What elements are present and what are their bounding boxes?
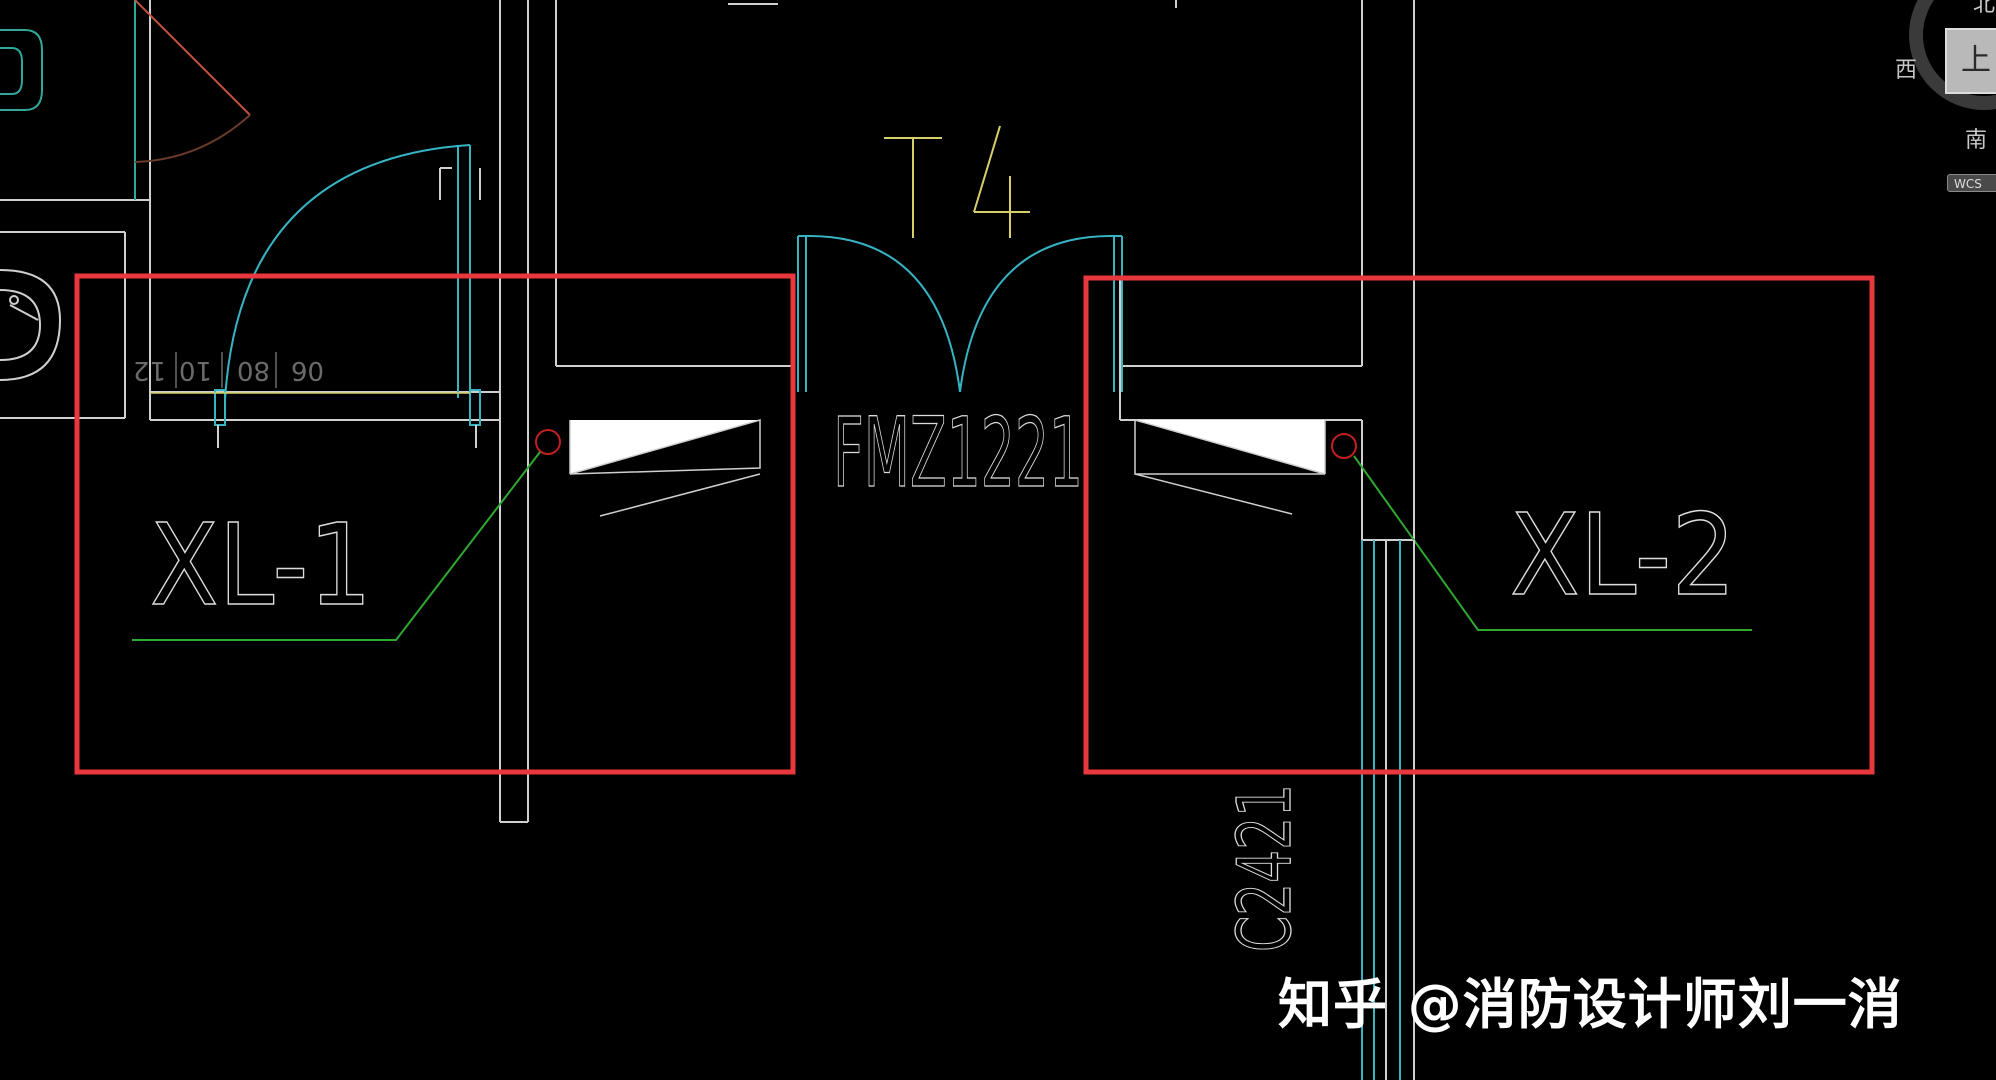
left-hydrant-symbol [569, 419, 761, 517]
left-walls [0, 0, 500, 421]
callout-xl-1[interactable]: XL-1 [149, 500, 373, 632]
room-tag [884, 125, 1030, 238]
sanitary-fixtures [0, 29, 62, 381]
watermark-text: 知乎 @消防设计师刘一消 [1278, 973, 1903, 1036]
stair-dim-ticks [175, 352, 277, 388]
highlight-box-xl-2[interactable] [1083, 275, 1875, 775]
viewcube-west-label[interactable]: 西 [1895, 58, 1918, 83]
leader-lines [132, 451, 1752, 641]
stair-dim-2: 10 [179, 355, 212, 385]
callout-xl-2[interactable]: XL-2 [1509, 490, 1737, 622]
stair-dim-1: 12 [133, 355, 166, 385]
right-hydrant-symbol [1134, 419, 1326, 515]
stair-dim-4: 06 [291, 355, 324, 385]
stair-dimensions: 12 10 80 06 [133, 355, 324, 385]
riser-marker-left[interactable] [535, 429, 561, 455]
corridor-wall-left [499, 0, 529, 823]
coordinate-system-menu[interactable]: WCS [1947, 174, 1996, 192]
room-tag-text: T4 [0, 0, 2, 1]
viewcube[interactable]: 北 西 上 南 WCS [1895, 0, 1996, 200]
viewcube-north-label[interactable]: 北 [1973, 0, 1996, 17]
stair-dim-3: 80 [237, 355, 270, 385]
top-left-door-swing [134, 0, 251, 163]
left-room-door [150, 144, 481, 448]
viewcube-top-face[interactable]: 上 [1945, 28, 1996, 94]
double-swing-door [797, 234, 1123, 393]
door-tag: FMZ1221 [833, 397, 1083, 509]
riser-marker-right[interactable] [1331, 433, 1357, 459]
window-wall [1361, 540, 1415, 1080]
viewcube-south-label[interactable]: 南 [1965, 128, 1988, 153]
highlight-box-xl-1[interactable] [74, 273, 796, 775]
window-tag: C2421 [1222, 784, 1308, 952]
top-edge-fragments [728, 0, 1177, 8]
